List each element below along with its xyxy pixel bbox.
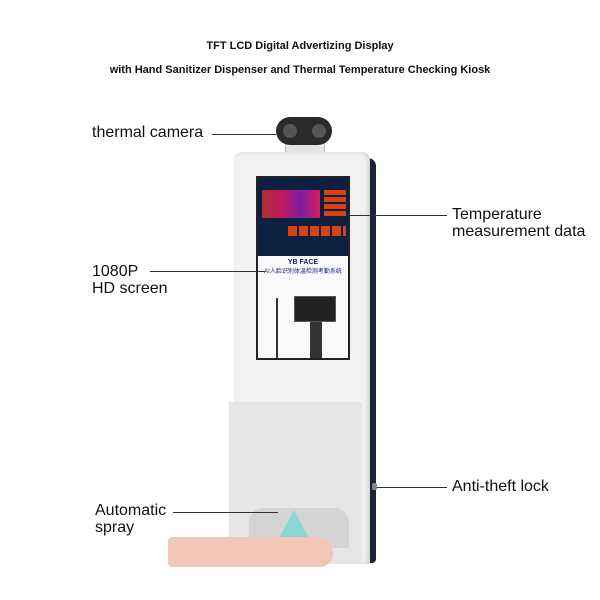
leader-line <box>212 134 276 135</box>
label-thermal-camera: thermal camera <box>92 124 204 141</box>
leader-line <box>377 487 447 488</box>
camera-lens-icon <box>283 124 297 138</box>
leader-line <box>150 271 265 272</box>
label-temperature-1: Temperature <box>452 206 542 223</box>
label-anti-theft-lock: Anti-theft lock <box>452 478 549 495</box>
label-screen-1: 1080P <box>92 263 139 280</box>
label-spray-1: Automatic <box>95 502 167 519</box>
title-line-1: TFT LCD Digital Advertizing Display <box>206 40 394 52</box>
anti-theft-lock-icon <box>372 483 377 490</box>
temperature-dashboard <box>258 178 348 256</box>
camera-lens-icon <box>312 124 326 138</box>
title-line-2: with Hand Sanitizer Dispenser and Therma… <box>109 64 491 76</box>
label-spray-2: spray <box>95 519 135 536</box>
leader-line <box>173 512 278 513</box>
label-screen-2: HD screen <box>92 280 168 297</box>
label-temperature-2: measurement data <box>452 223 586 240</box>
hd-screen: YB FACE AI人脸识别体温检测考勤系统 <box>256 176 350 360</box>
leader-line <box>350 215 447 216</box>
hand <box>168 537 333 567</box>
screen-system-name: AI人脸识别体温检测考勤系统 <box>264 269 342 275</box>
screen-brand: YB FACE <box>287 259 319 266</box>
